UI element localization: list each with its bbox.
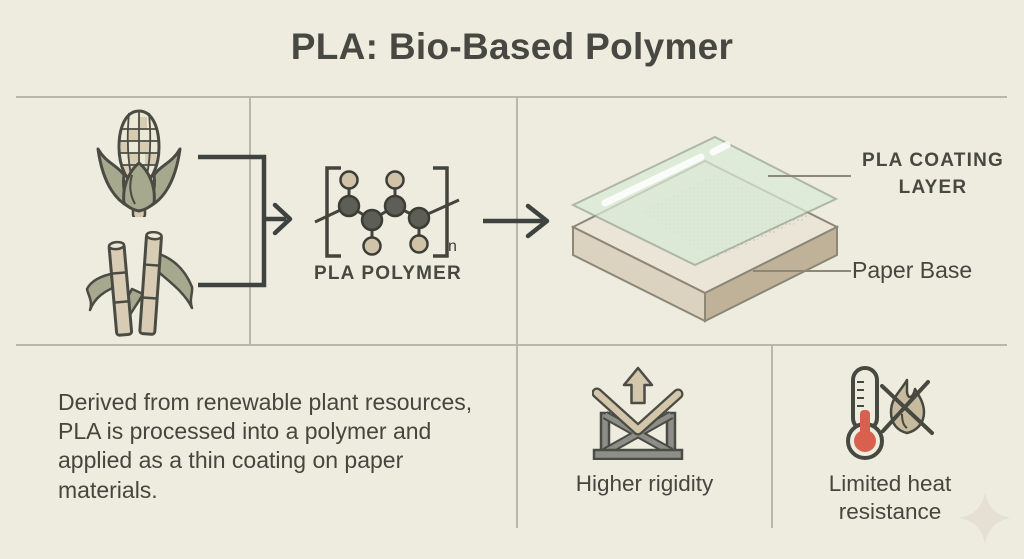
thermometer-icon: [846, 366, 884, 460]
paper-base-right-face: [704, 225, 838, 323]
sugarcane-icon: [85, 231, 194, 337]
divider-vertical-left: [249, 98, 251, 344]
arrow-right-icon: [483, 203, 550, 239]
polymer-label: PLA POLYMER: [314, 263, 462, 284]
paper-base-label: Paper Base: [852, 257, 973, 283]
rigidity-truss-icon: [592, 366, 684, 460]
corn-icon: [96, 109, 182, 217]
higher-rigidity-label: Higher rigidity: [575, 471, 714, 496]
no-heat-flame-icon: [846, 366, 934, 460]
sparkle-icon: [959, 492, 1011, 544]
divider-vertical-right: [771, 346, 773, 528]
page-title: PLA: Bio-Based Polymer: [290, 26, 734, 67]
divider-vertical-center: [516, 98, 518, 528]
divider-horizontal-middle: [16, 344, 1007, 346]
polymer-repeat-subscript: n: [448, 238, 457, 255]
coated-sheet-diagram: [570, 135, 851, 323]
divider-horizontal-top: [16, 96, 1007, 98]
polymer-molecule-icon: [314, 166, 460, 258]
up-arrow-icon: [622, 366, 654, 405]
description-text: Derived from renewable plant resources, …: [58, 389, 473, 503]
limited-heat-resistance-label: Limited heat resistance: [828, 471, 952, 525]
pla-coating-layer-sheet: [570, 135, 839, 267]
cross-out-icon: [880, 380, 934, 435]
pla-coating-layer-label: PLA COATING LAYER: [862, 150, 1004, 198]
merge-bracket-arrow-icon: [198, 154, 293, 288]
